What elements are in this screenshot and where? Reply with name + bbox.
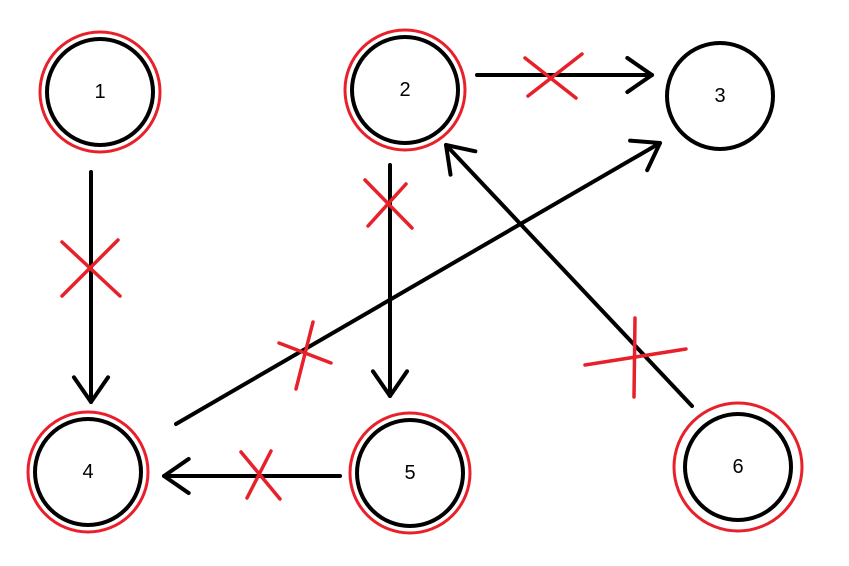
edges-layer xyxy=(71,55,694,496)
cross-stroke-2-3-1 xyxy=(526,52,584,98)
node-1: 1 xyxy=(38,30,162,154)
cross-mark-6-2 xyxy=(583,316,688,399)
cross-mark-2-5 xyxy=(363,178,414,230)
node-5: 5 xyxy=(348,411,472,535)
node-label-6: 6 xyxy=(732,456,743,478)
node-4: 4 xyxy=(26,410,150,534)
node-ring-5 xyxy=(348,411,472,535)
crosses-layer xyxy=(60,52,688,501)
node-label-3: 3 xyxy=(714,85,725,107)
edge-line-4-3 xyxy=(174,141,662,426)
nodes-layer: 1 2 3 4 5 6 xyxy=(26,28,804,535)
cross-stroke-1-4-1 xyxy=(60,238,120,298)
node-ring-1 xyxy=(38,30,162,154)
cross-stroke-2-5-1 xyxy=(366,182,408,228)
node-label-1: 1 xyxy=(94,81,105,103)
arrowhead-2-3 xyxy=(625,55,654,95)
node-circle-1 xyxy=(45,37,155,147)
arrowhead-2-5 xyxy=(370,369,410,398)
arrowhead-1-4 xyxy=(71,375,111,404)
edge-5-4 xyxy=(162,456,342,496)
node-label-4: 4 xyxy=(82,461,93,483)
node-3: 3 xyxy=(665,41,775,151)
edge-4-3 xyxy=(174,138,662,426)
cross-stroke-5-4-0 xyxy=(239,450,282,501)
cross-stroke-5-4-1 xyxy=(245,449,273,500)
edge-6-2 xyxy=(444,143,694,408)
node-label-5: 5 xyxy=(404,462,415,484)
node-6: 6 xyxy=(672,401,804,533)
arrowhead-6-2 xyxy=(444,143,478,177)
arrowhead-4-3 xyxy=(628,138,662,173)
arrowhead-5-4 xyxy=(162,456,191,496)
node-circle-2 xyxy=(350,35,460,145)
node-ring-4 xyxy=(26,410,150,534)
node-circle-3 xyxy=(665,41,775,151)
cross-mark-2-3 xyxy=(523,52,584,100)
node-ring-2 xyxy=(343,28,467,152)
node-2: 2 xyxy=(343,28,467,152)
edge-2-3 xyxy=(475,55,654,95)
node-circle-6 xyxy=(683,412,793,522)
node-circle-5 xyxy=(355,418,465,528)
edge-line-6-2 xyxy=(444,143,694,408)
cross-mark-1-4 xyxy=(60,238,122,298)
cross-mark-4-3 xyxy=(277,320,333,391)
edge-1-4 xyxy=(71,170,111,404)
node-ring-6 xyxy=(672,401,804,533)
cross-stroke-6-2-1 xyxy=(632,316,637,399)
node-circle-4 xyxy=(33,417,143,527)
node-label-2: 2 xyxy=(399,79,410,101)
cross-stroke-4-3-1 xyxy=(294,320,315,391)
cross-mark-5-4 xyxy=(239,449,282,501)
